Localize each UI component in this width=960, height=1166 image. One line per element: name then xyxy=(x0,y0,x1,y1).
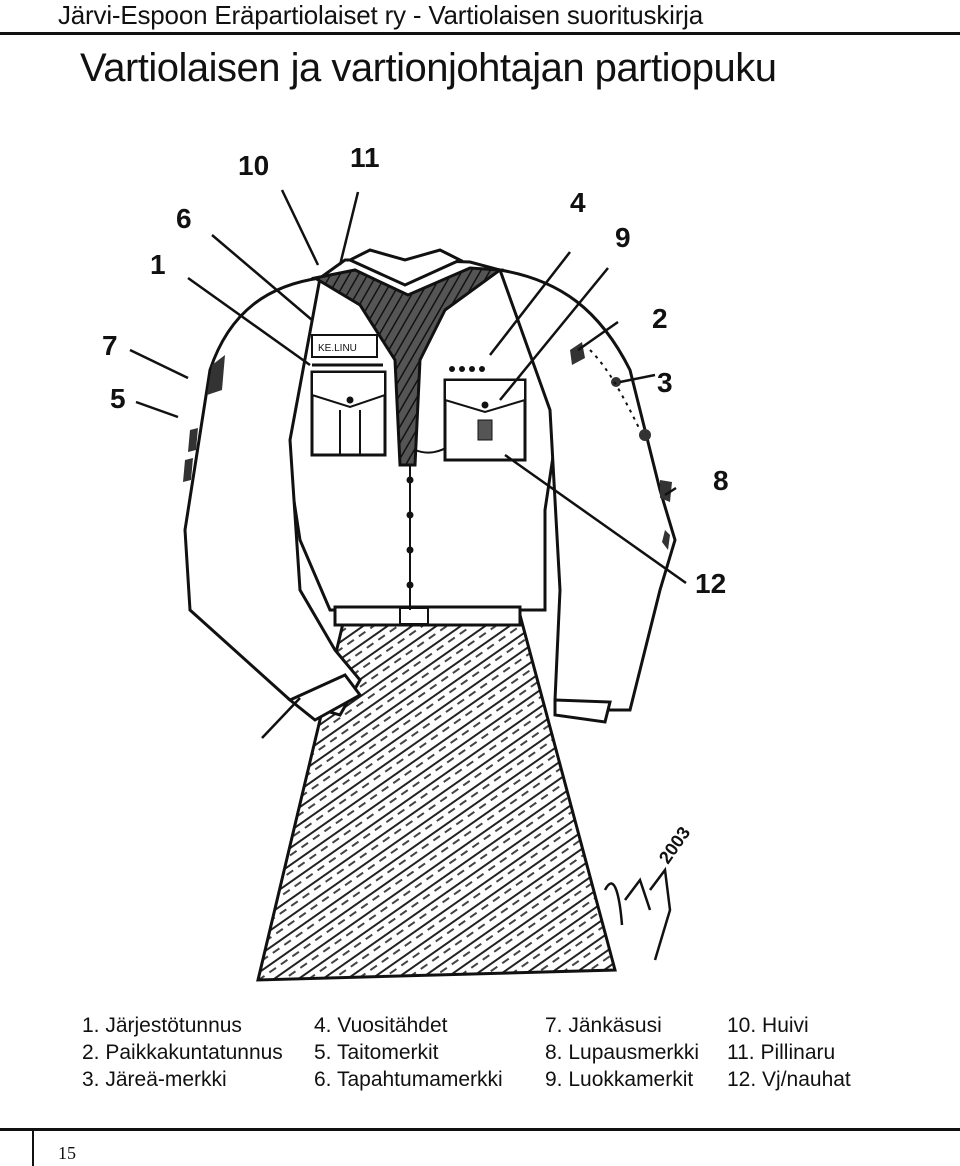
footer-marker xyxy=(32,1131,34,1166)
right-cuff xyxy=(553,698,612,724)
legend-item: 8. Lupausmerkki xyxy=(545,1041,700,1064)
collar xyxy=(346,248,464,287)
callout-12: 12 xyxy=(695,568,726,599)
callout-9: 9 xyxy=(615,222,631,253)
legend-item: 4. Vuositähdet xyxy=(314,1014,448,1037)
callout-8: 8 xyxy=(713,465,729,496)
legend-item: 10. Huivi xyxy=(727,1014,809,1037)
event-badge-text: KE.LINU xyxy=(318,343,357,354)
callout-10: 10 xyxy=(238,150,269,181)
callout-11: 11 xyxy=(350,142,380,173)
page-number: 15 xyxy=(58,1143,76,1163)
legend-item: 11. Pillinaru xyxy=(727,1041,836,1064)
left-cuff xyxy=(287,673,363,722)
top-divider xyxy=(0,32,960,35)
legend-item: 2. Paikkakuntatunnus xyxy=(82,1041,283,1064)
legend-item: 12. Vj/nauhat xyxy=(727,1068,851,1091)
callout-5: 5 xyxy=(110,383,126,414)
legend-item: 1. Järjestötunnus xyxy=(82,1014,242,1037)
callout-7: 7 xyxy=(102,330,118,361)
callout-6: 6 xyxy=(176,203,192,234)
event-badge xyxy=(311,334,378,358)
belt-buckle xyxy=(399,607,429,625)
artist-signature: 2003 xyxy=(603,823,694,961)
legend-item: 6. Tapahtumamerkki xyxy=(314,1068,503,1091)
legend-item: 7. Jänkäsusi xyxy=(545,1014,662,1037)
callout-3: 3 xyxy=(657,367,673,398)
callout-4: 4 xyxy=(570,187,586,218)
bottom-divider xyxy=(0,1128,960,1131)
legend-column-3: 7. Jänkäsusi 8. Lupausmerkki 9. Luokkame… xyxy=(545,1012,699,1093)
page-title: Vartiolaisen ja vartionjohtajan partiopu… xyxy=(80,46,777,90)
year-stars xyxy=(449,366,485,372)
running-header: Järvi-Espoon Eräpartiolaiset ry - Vartio… xyxy=(58,0,703,30)
legend-column-2: 4. Vuositähdet 5. Taitomerkit 6. Tapahtu… xyxy=(314,1012,503,1093)
svg-text:2003: 2003 xyxy=(655,823,694,867)
legend-item: 9. Luokkamerkit xyxy=(545,1068,694,1091)
callout-1: 1 xyxy=(150,249,166,280)
legend-item: 5. Taitomerkit xyxy=(314,1041,439,1064)
uniform-illustration: KE.LINU xyxy=(102,142,729,982)
legend-column-1: 1. Järjestötunnus 2. Paikkakuntatunnus 3… xyxy=(82,1012,283,1093)
scarf xyxy=(310,266,505,467)
legend-column-4: 10. Huivi 11. Pillinaru 12. Vj/nauhat xyxy=(727,1012,851,1093)
legend-item: 3. Järeä-merkki xyxy=(82,1068,227,1091)
left-sleeve xyxy=(183,276,362,717)
callout-2: 2 xyxy=(652,303,668,334)
